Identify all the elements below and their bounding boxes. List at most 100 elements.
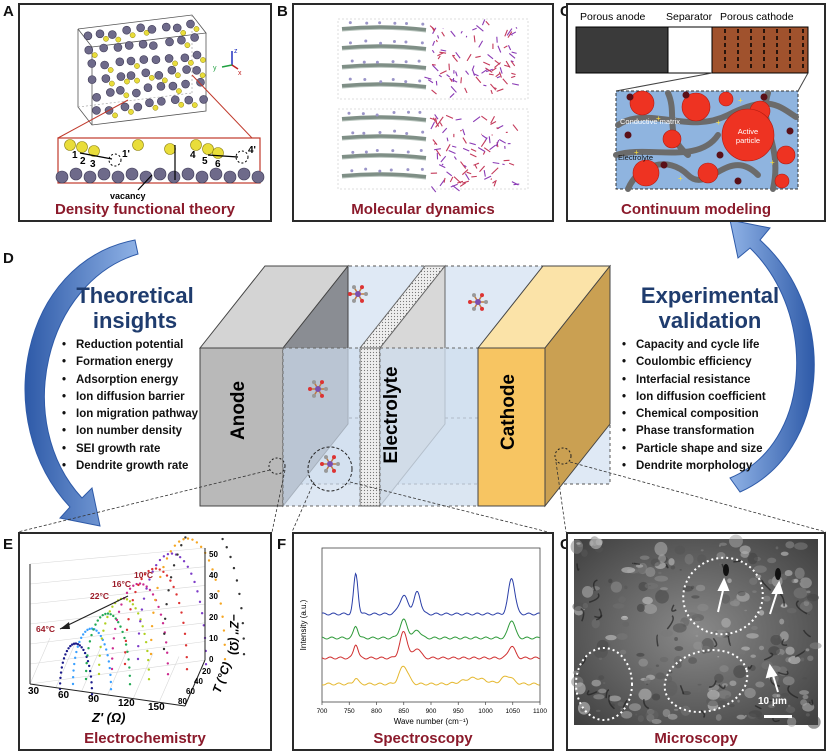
- theoretical-list: Reduction potentialFormation energyAdsor…: [62, 337, 198, 475]
- experimental-item: Chemical composition: [622, 406, 766, 423]
- svg-text:22°C: 22°C: [90, 591, 109, 601]
- atom-label-5: 5: [202, 156, 208, 167]
- md-snapshot: [337, 18, 529, 193]
- theoretical-item: Formation energy: [62, 354, 198, 371]
- active-particle-label: Active particle: [735, 127, 761, 145]
- panel-a: 1 2 3 1' 4 5 6 4' vacancy z y x Density …: [18, 3, 272, 222]
- svg-text:30: 30: [28, 686, 40, 697]
- axis-x: [231, 64, 239, 70]
- experimental-item: Interfacial resistance: [622, 372, 766, 389]
- x-tick-label: 900: [426, 708, 437, 715]
- atom-label-4p: 4': [248, 145, 256, 156]
- caption-b: Molecular dynamics: [351, 201, 495, 218]
- porous-anode-label: Porous anode: [580, 11, 646, 23]
- panel-label-c: C: [560, 3, 571, 20]
- x-tick-label: 850: [398, 708, 409, 715]
- experimental-item: Coulombic efficiency: [622, 354, 766, 371]
- theoretical-item: Adsorption energy: [62, 372, 198, 389]
- axis-y: [221, 64, 233, 68]
- caption-e: Electrochemistry: [84, 730, 206, 747]
- svg-text:16°C: 16°C: [112, 579, 131, 589]
- svg-text:10°C: 10°C: [134, 570, 153, 580]
- sem-image: [570, 534, 822, 729]
- cathode-front: [477, 347, 546, 507]
- anode-label: Anode: [228, 380, 249, 440]
- svg-text:50: 50: [209, 550, 218, 559]
- vacancy-marker: [108, 153, 122, 167]
- atom-label-2: 2: [80, 156, 86, 167]
- svg-text:10: 10: [209, 634, 218, 643]
- solvation-molecule-icon: [320, 455, 340, 473]
- svg-text:z: z: [234, 48, 238, 55]
- battery-diagram: [17, 222, 827, 533]
- panel-label-f: F: [277, 536, 287, 553]
- atom-label-1p: 1': [122, 149, 130, 160]
- svg-text:+: +: [770, 158, 775, 167]
- spectrum-series-1: [321, 572, 540, 616]
- impedance-arc: [110, 582, 170, 676]
- experimental-item: Particle shape and size: [622, 441, 766, 458]
- solvation-molecule-icon: [468, 293, 488, 311]
- impedance-arc: [71, 627, 113, 691]
- impedance-arc: [162, 536, 246, 656]
- theoretical-item: Ion migration pathway: [62, 406, 198, 423]
- impedance-arc: [136, 552, 208, 666]
- x-tick-label: 1100: [533, 708, 547, 715]
- spectrum-series-2: [321, 618, 540, 640]
- impedance-arc: [123, 567, 189, 671]
- atom-label-6: 6: [215, 159, 221, 170]
- experimental-item: Phase transformation: [622, 423, 766, 440]
- svg-text:90: 90: [88, 694, 100, 705]
- region-circle-1: [682, 556, 764, 636]
- x-tick-label: 750: [344, 708, 355, 715]
- dft-structure: 1 2 3 1' 4 5 6 4' vacancy z y x: [55, 14, 265, 201]
- atom-label-3: 3: [90, 159, 96, 170]
- panel-label-b: B: [277, 3, 288, 20]
- conductive-matrix-label: Conductive matrix: [620, 117, 681, 126]
- porous-cathode-label: Porous cathode: [720, 11, 794, 23]
- panel-g: 10 μm Microscopy: [566, 532, 826, 751]
- svg-text:+: +: [656, 114, 661, 123]
- theoretical-title: Theoretical insights: [76, 283, 194, 333]
- continuum-schematic: ++++++: [575, 26, 809, 192]
- arrow-left-icon: [24, 239, 139, 527]
- x-axis-label: Wave number (cm⁻¹): [394, 717, 469, 726]
- x-tick-label: 950: [453, 708, 464, 715]
- svg-text:20: 20: [209, 613, 218, 622]
- svg-text:y: y: [213, 65, 217, 72]
- cathode-zoom-circle: [554, 447, 572, 465]
- svg-text:40: 40: [194, 677, 203, 686]
- svg-text:120: 120: [118, 698, 135, 709]
- x-tick-label: 1050: [506, 708, 521, 715]
- svg-text:−Z'' (Ω): −Z'' (Ω): [227, 614, 241, 655]
- atom-label-1: 1: [72, 150, 78, 161]
- svg-text:40: 40: [209, 571, 218, 580]
- experimental-title: Experimental validation: [640, 283, 780, 333]
- svg-text:60: 60: [58, 690, 70, 701]
- cathode-label: Cathode: [498, 374, 519, 450]
- experimental-item: Capacity and cycle life: [622, 337, 766, 354]
- solvation-molecule-icon: [308, 380, 328, 398]
- svg-text:Z' (Ω): Z' (Ω): [91, 710, 125, 725]
- theoretical-item: Ion diffusion barrier: [62, 389, 198, 406]
- spectrum-series-4: [321, 665, 540, 686]
- svg-text:60: 60: [186, 687, 195, 696]
- solvation-molecule-icon: [348, 285, 368, 303]
- caption-f: Spectroscopy: [373, 730, 473, 747]
- svg-text:30: 30: [209, 592, 218, 601]
- anode-zoom-circle: [268, 457, 286, 475]
- panel-b: Molecular dynamics: [292, 3, 554, 222]
- electrolyte-label: Electrolyte: [381, 366, 402, 464]
- svg-text:150: 150: [148, 702, 165, 713]
- region-circle-2: [575, 647, 633, 721]
- electrolyte-label-c: Electrolyte: [618, 153, 654, 162]
- panel-c: Porous anode Separator Porous cathode ++…: [566, 3, 826, 222]
- electrolyte-zoom-circle: [307, 446, 353, 492]
- svg-text:64°C: 64°C: [36, 624, 55, 634]
- vacancy-label: vacancy: [110, 191, 146, 201]
- svg-text:20: 20: [202, 667, 211, 676]
- theoretical-item: Dendrite growth rate: [62, 458, 198, 475]
- theoretical-item: SEI growth rate: [62, 441, 198, 458]
